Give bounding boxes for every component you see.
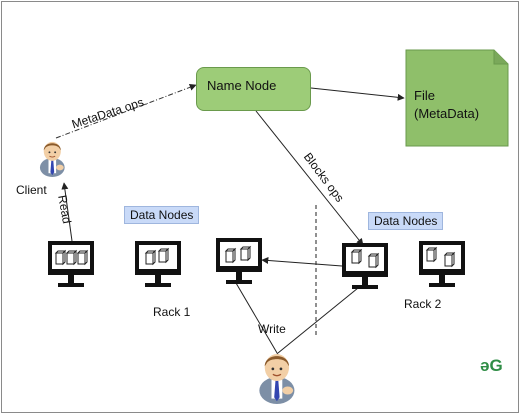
write-label: Write: [258, 322, 286, 336]
replication-edge: [261, 256, 343, 267]
rack2-label: Rack 2: [404, 297, 442, 311]
read-edge: [61, 182, 73, 242]
write-edge-rack2: [277, 287, 359, 354]
data-nodes-label-right: Data Nodes: [368, 212, 444, 230]
data-node-4: [342, 243, 388, 289]
data-node-3: [216, 238, 262, 284]
rack1-label: Rack 1: [153, 305, 191, 319]
write-edge-rack1: [235, 282, 281, 359]
data-node-1: [48, 241, 94, 287]
writer-client-icon: [258, 353, 296, 405]
file-metadata-shape: [405, 49, 509, 147]
blocks-ops-edge: [255, 110, 364, 246]
file-label: File: [414, 88, 435, 103]
namenode-to-file-edge: [310, 87, 405, 101]
name-node: Name Node: [196, 67, 311, 111]
client-icon: [39, 141, 66, 178]
metadata-label: (MetaData): [414, 106, 480, 121]
logo: əG: [480, 356, 503, 375]
data-node-5: [419, 241, 465, 287]
data-node-2: [135, 241, 181, 287]
metadata-ops-edge: [55, 83, 197, 139]
client-label: Client: [16, 183, 47, 197]
data-nodes-label-left: Data Nodes: [124, 206, 200, 224]
